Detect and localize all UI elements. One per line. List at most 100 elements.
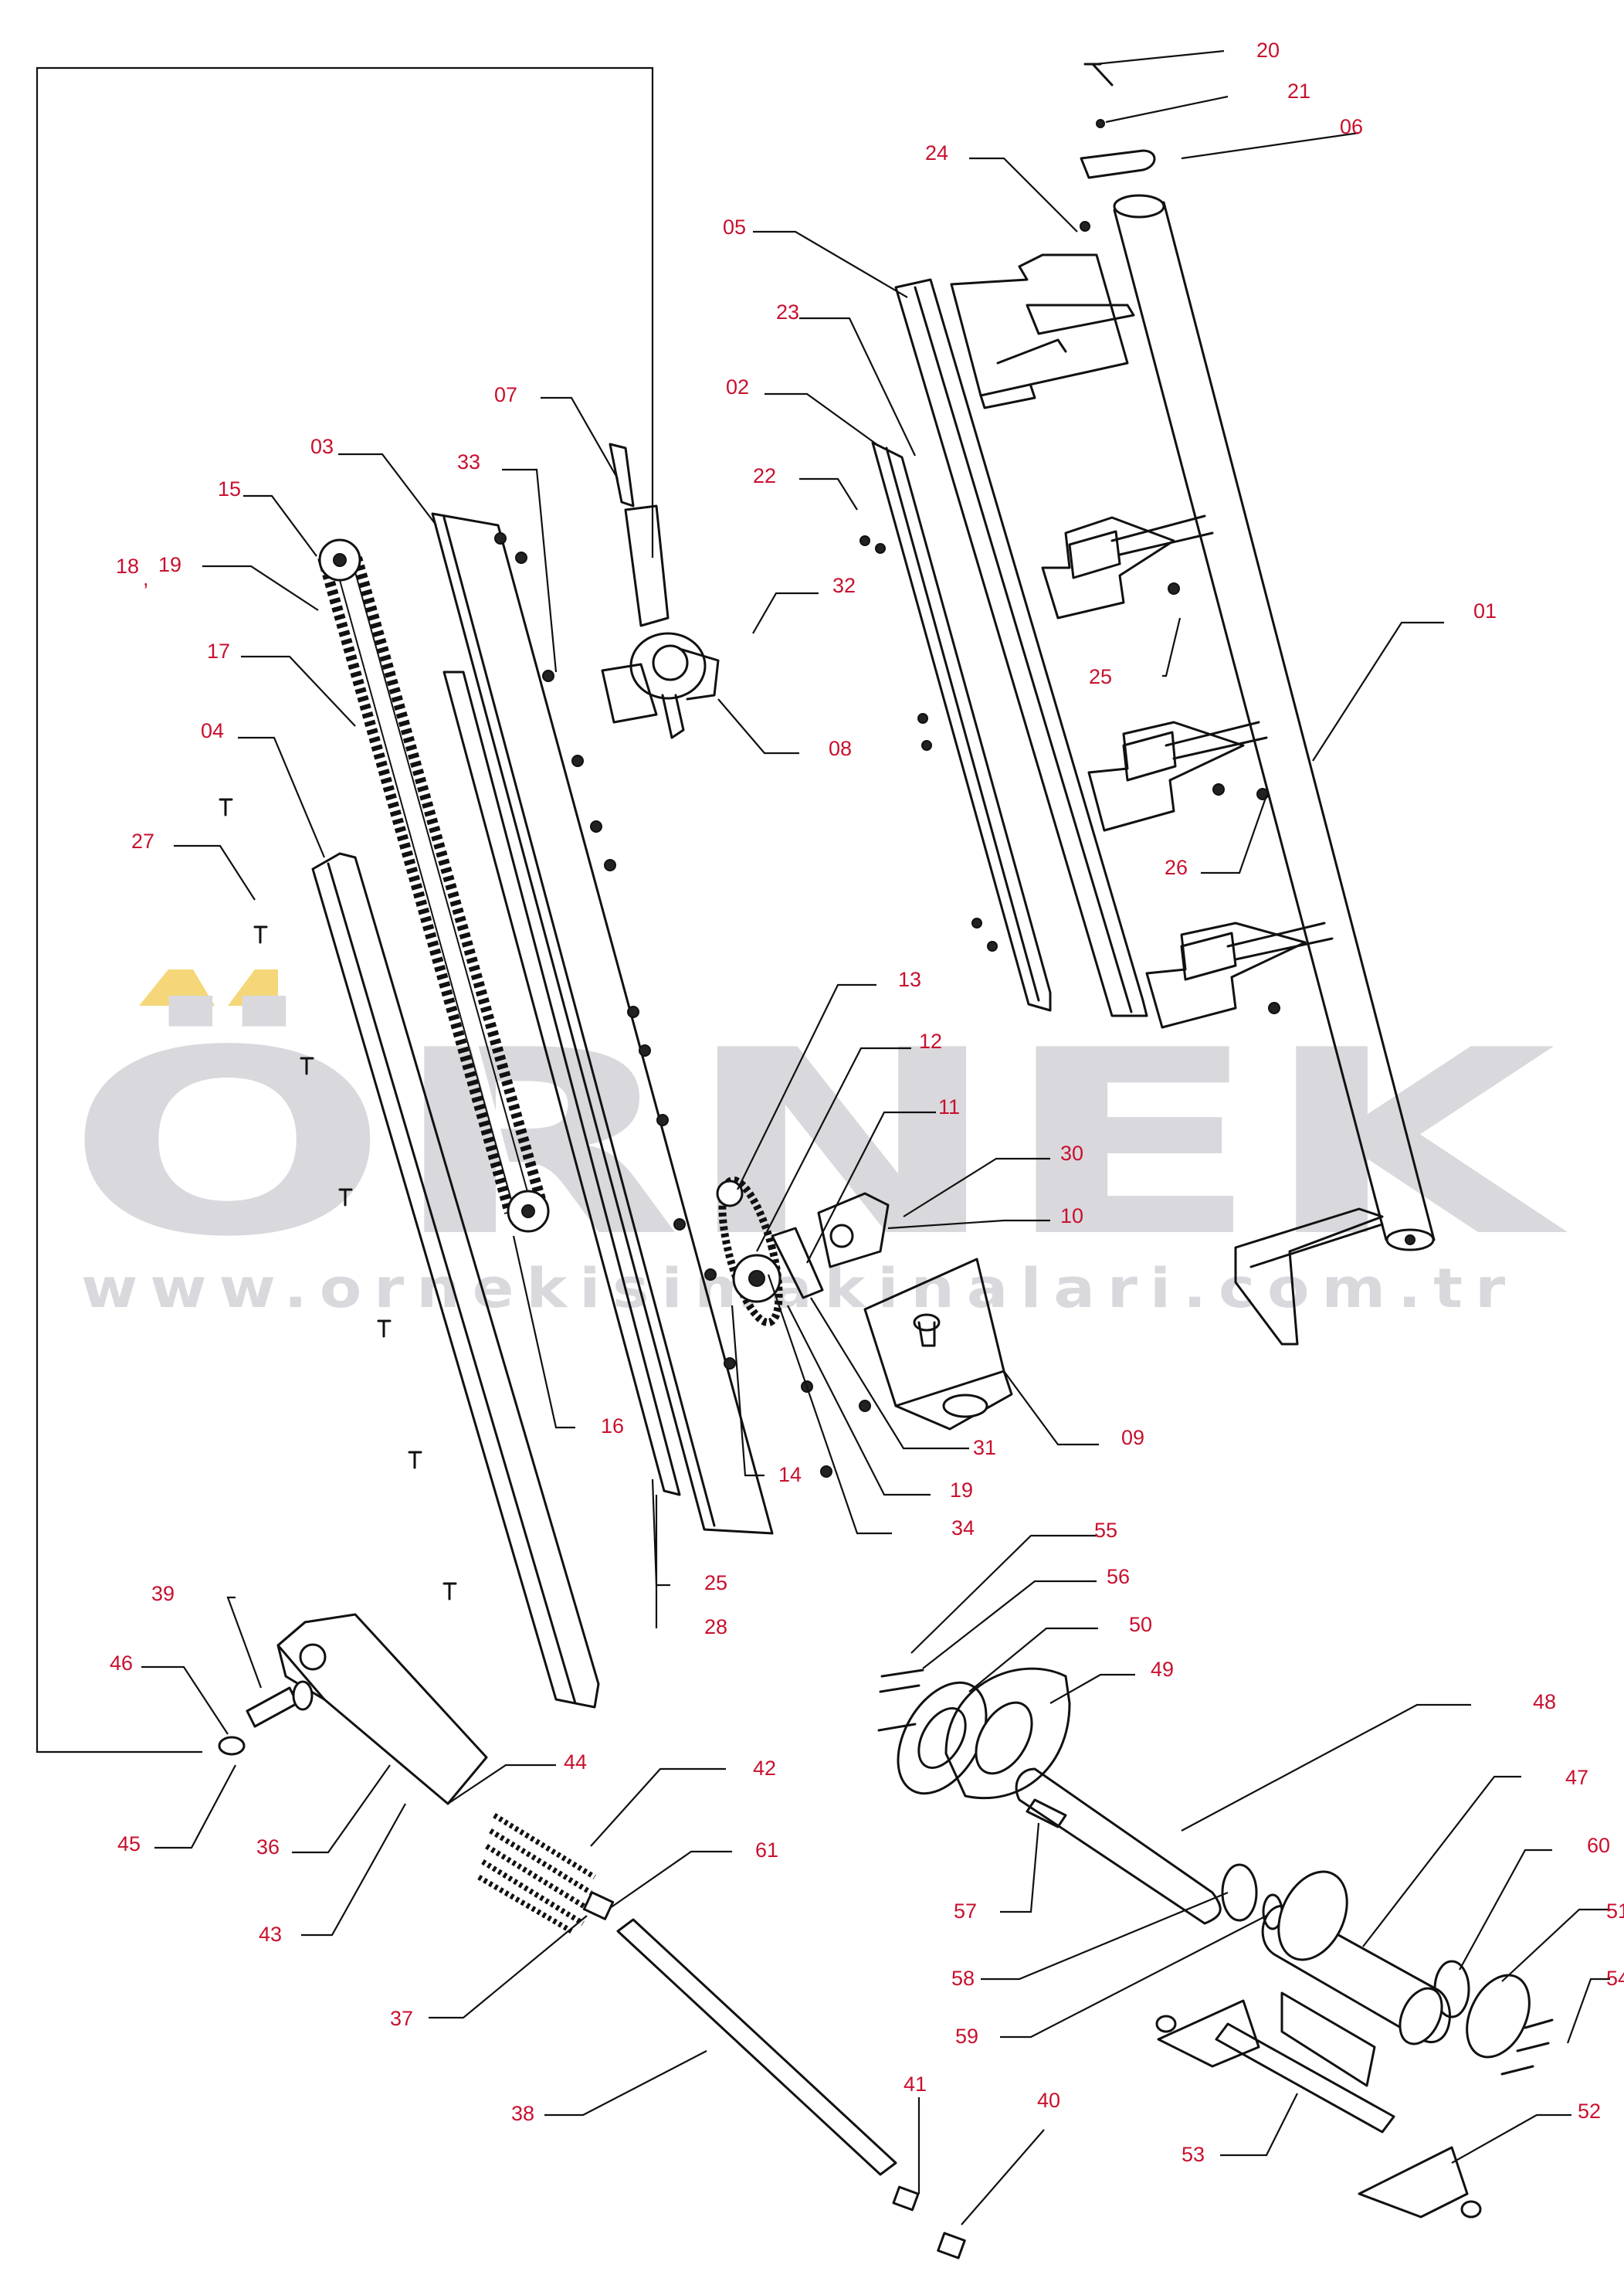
long-rod-38 [616, 1918, 897, 2176]
callout-42: 42 [753, 1757, 776, 1780]
callout-24: 24 [925, 141, 948, 165]
callout-61: 61 [755, 1838, 778, 1862]
callout-22: 22 [753, 464, 776, 487]
side-channel-05 [894, 278, 1148, 1017]
callout-09: 09 [1121, 1426, 1144, 1449]
bearing-58 [1221, 1863, 1258, 1922]
callout-48: 48 [1533, 1690, 1556, 1713]
frame-bracket-4 [1234, 1207, 1384, 1346]
callout-25-bottom: 25 [704, 1571, 727, 1594]
end-flange-51 [1466, 1974, 1531, 2059]
callout-16: 16 [601, 1414, 624, 1438]
callout-40: 40 [1037, 2089, 1060, 2112]
rail-02 [871, 441, 1052, 1012]
callout-20: 20 [1256, 39, 1280, 62]
gear-housing [601, 443, 720, 739]
leader-lines [141, 49, 1610, 2225]
callout-30: 30 [1060, 1142, 1083, 1165]
callout-05: 05 [723, 216, 746, 239]
frame-bracket-3 [1145, 922, 1334, 1029]
callout-46: 46 [110, 1652, 133, 1675]
callout-33: 33 [457, 450, 480, 474]
callout-11: 11 [938, 1095, 960, 1119]
callout-14: 14 [778, 1463, 802, 1486]
small-chain-drive [716, 1176, 783, 1327]
callout-26: 26 [1165, 856, 1188, 879]
cam-plate [944, 1667, 1071, 1800]
callout-55: 55 [1094, 1519, 1117, 1542]
flange-bearing [897, 1681, 988, 1795]
callout-36: 36 [256, 1835, 280, 1859]
watermark: ÖRNEK www.ornekisimakinalari.com.tr [66, 969, 1571, 1320]
frame-bracket-2 [1087, 721, 1268, 832]
callout-04: 04 [201, 719, 224, 742]
callout-60: 60 [1587, 1834, 1610, 1857]
main-frame-tube [1113, 194, 1436, 1251]
fasteners [219, 63, 1554, 2076]
motor-bracket [771, 1192, 890, 1299]
callout-51: 51 [1606, 1899, 1624, 1923]
frame-bracket-1 [1041, 514, 1214, 620]
callout-59: 59 [955, 2025, 978, 2048]
parts-drawing [36, 63, 1554, 2259]
watermark-accent-left [139, 969, 215, 1006]
callout-06: 06 [1340, 115, 1363, 138]
callout-27: 27 [131, 830, 154, 853]
callout-45: 45 [117, 1832, 141, 1855]
callout-labels: 20 21 06 24 05 23 07 02 03 33 22 15 18 ,… [110, 39, 1624, 2166]
callout-54: 54 [1606, 1967, 1624, 1990]
chain-guide-rail [442, 671, 681, 1496]
callout-52: 52 [1578, 2100, 1601, 2123]
callout-15: 15 [218, 477, 241, 501]
callout-25-top: 25 [1089, 665, 1112, 688]
angle-profile-04 [311, 852, 600, 1709]
callout-18: 18 [116, 555, 139, 578]
callout-37: 37 [390, 2007, 413, 2030]
callout-23: 23 [776, 300, 799, 324]
callout-49: 49 [1151, 1658, 1174, 1681]
callout-02: 02 [726, 375, 749, 399]
callout-57: 57 [954, 1899, 977, 1923]
callout-43: 43 [259, 1923, 282, 1946]
callout-58: 58 [951, 1967, 975, 1990]
support-assembly [1155, 1999, 1482, 2219]
callout-32: 32 [832, 574, 856, 597]
callout-39: 39 [151, 1582, 175, 1605]
callout-56: 56 [1107, 1565, 1130, 1588]
watermark-brand: ÖRNEK [66, 993, 1571, 1292]
callout-44: 44 [564, 1750, 587, 1774]
watermark-url: www.ornekisimakinalari.com.tr [81, 1257, 1517, 1320]
assembly-bracket-line [36, 66, 654, 1754]
chain-guide-plate-03 [431, 512, 774, 1535]
callout-21: 21 [1287, 80, 1310, 103]
callout-31: 31 [973, 1436, 996, 1459]
callout-separator: , [143, 567, 149, 590]
callout-08: 08 [829, 737, 852, 760]
callout-17: 17 [207, 640, 230, 663]
shaft-key-57 [1026, 1798, 1067, 1828]
callout-34: 34 [951, 1516, 975, 1540]
drive-chain [317, 538, 550, 1237]
callout-53: 53 [1182, 2143, 1205, 2166]
callout-47: 47 [1565, 1766, 1588, 1789]
rod-end-caps [892, 2185, 966, 2259]
pivot-pin [218, 1680, 314, 1756]
callout-10: 10 [1060, 1204, 1083, 1227]
callout-28: 28 [704, 1615, 727, 1638]
callout-03: 03 [310, 435, 334, 458]
callout-07: 07 [494, 383, 517, 406]
callout-01: 01 [1473, 599, 1497, 623]
spring-assembly [477, 1813, 615, 1934]
watermark-accent-right [228, 969, 278, 1006]
callout-19-bottom: 19 [950, 1479, 973, 1502]
bearing-housing [1261, 1870, 1451, 2087]
callout-19-top: 19 [158, 553, 181, 576]
callout-50: 50 [1129, 1613, 1152, 1636]
callout-41: 41 [904, 2073, 927, 2096]
callout-38: 38 [511, 2102, 534, 2125]
top-bracket [950, 253, 1135, 409]
callout-12: 12 [919, 1030, 942, 1053]
drive-shaft-48 [1015, 1767, 1222, 1925]
callout-13: 13 [898, 968, 921, 991]
